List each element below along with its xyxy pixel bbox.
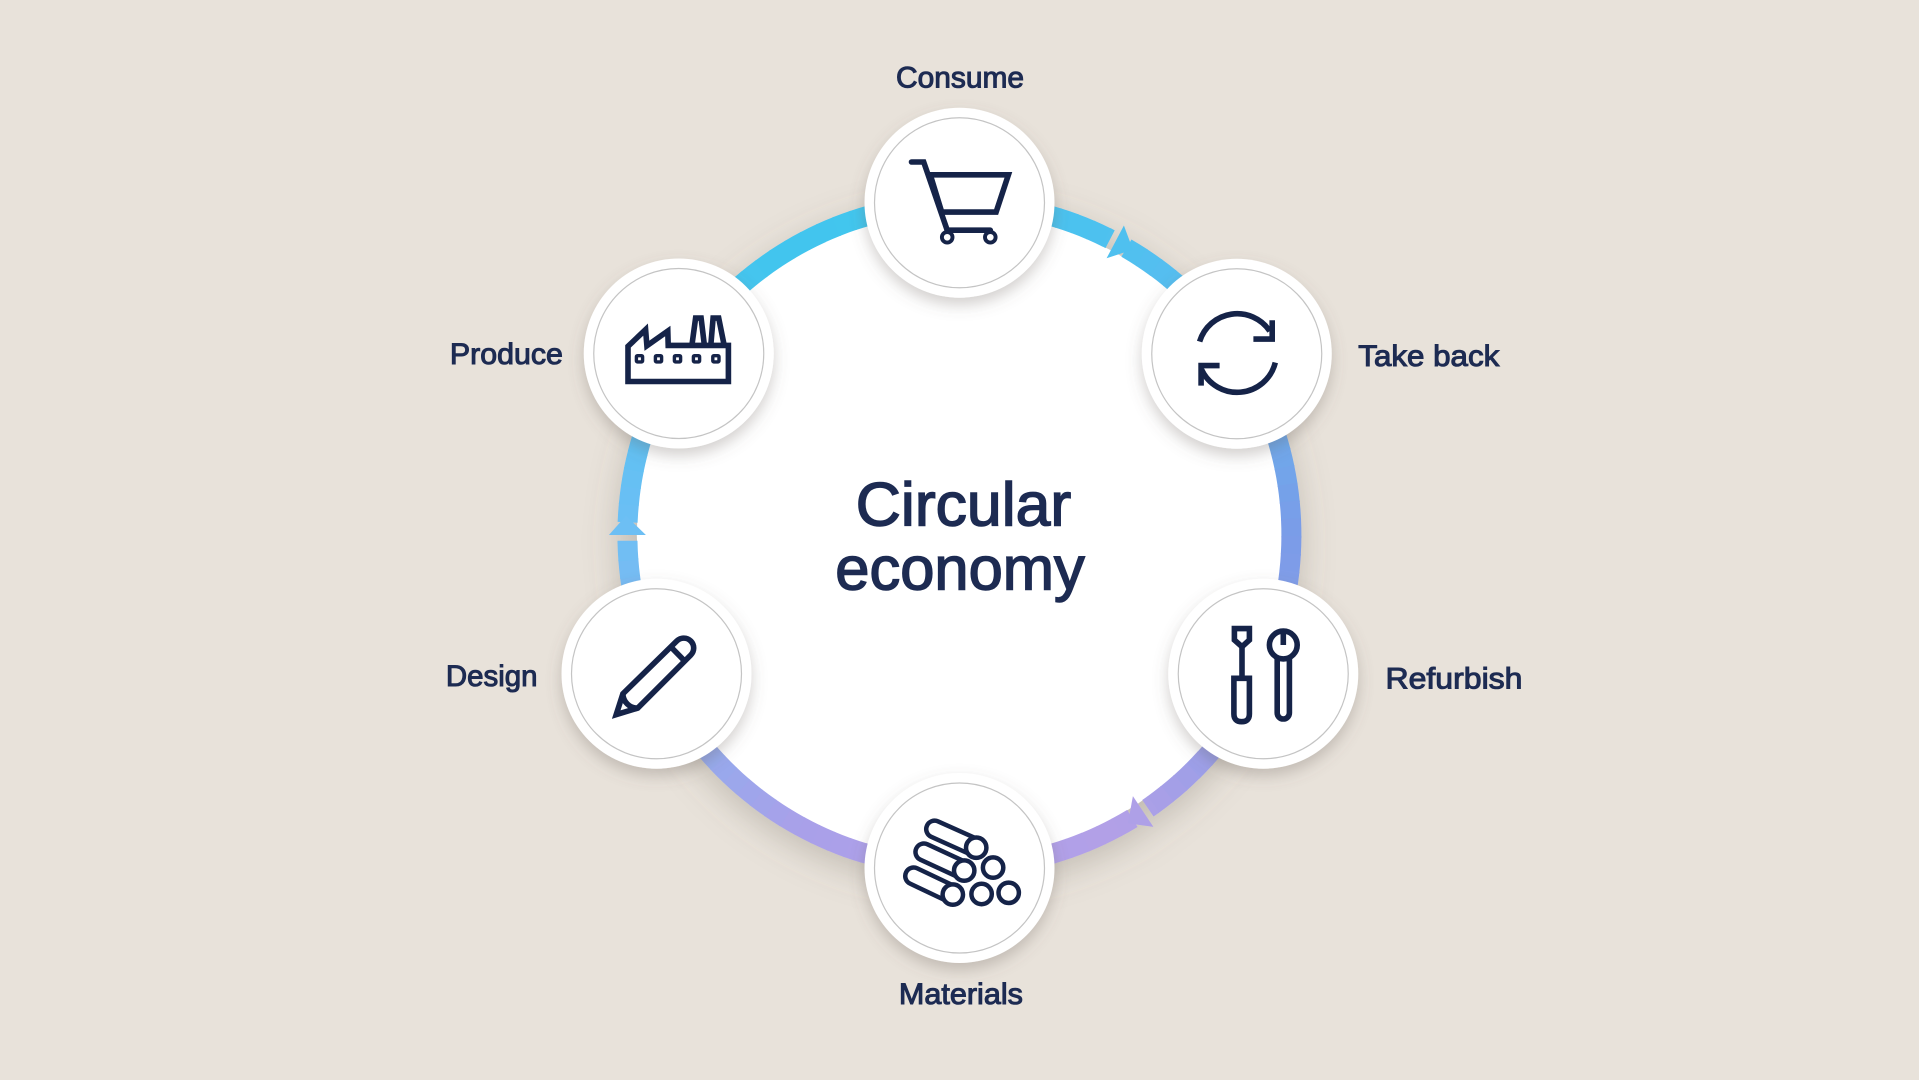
svg-text:economy: economy bbox=[835, 534, 1085, 602]
svg-text:Design: Design bbox=[446, 660, 538, 693]
svg-text:Consume: Consume bbox=[896, 62, 1024, 95]
svg-text:Materials: Materials bbox=[899, 978, 1023, 1011]
svg-text:Refurbish: Refurbish bbox=[1386, 662, 1523, 695]
svg-text:Circular: Circular bbox=[856, 470, 1072, 538]
svg-text:Produce: Produce bbox=[450, 338, 563, 371]
svg-text:Take back: Take back bbox=[1358, 340, 1500, 373]
